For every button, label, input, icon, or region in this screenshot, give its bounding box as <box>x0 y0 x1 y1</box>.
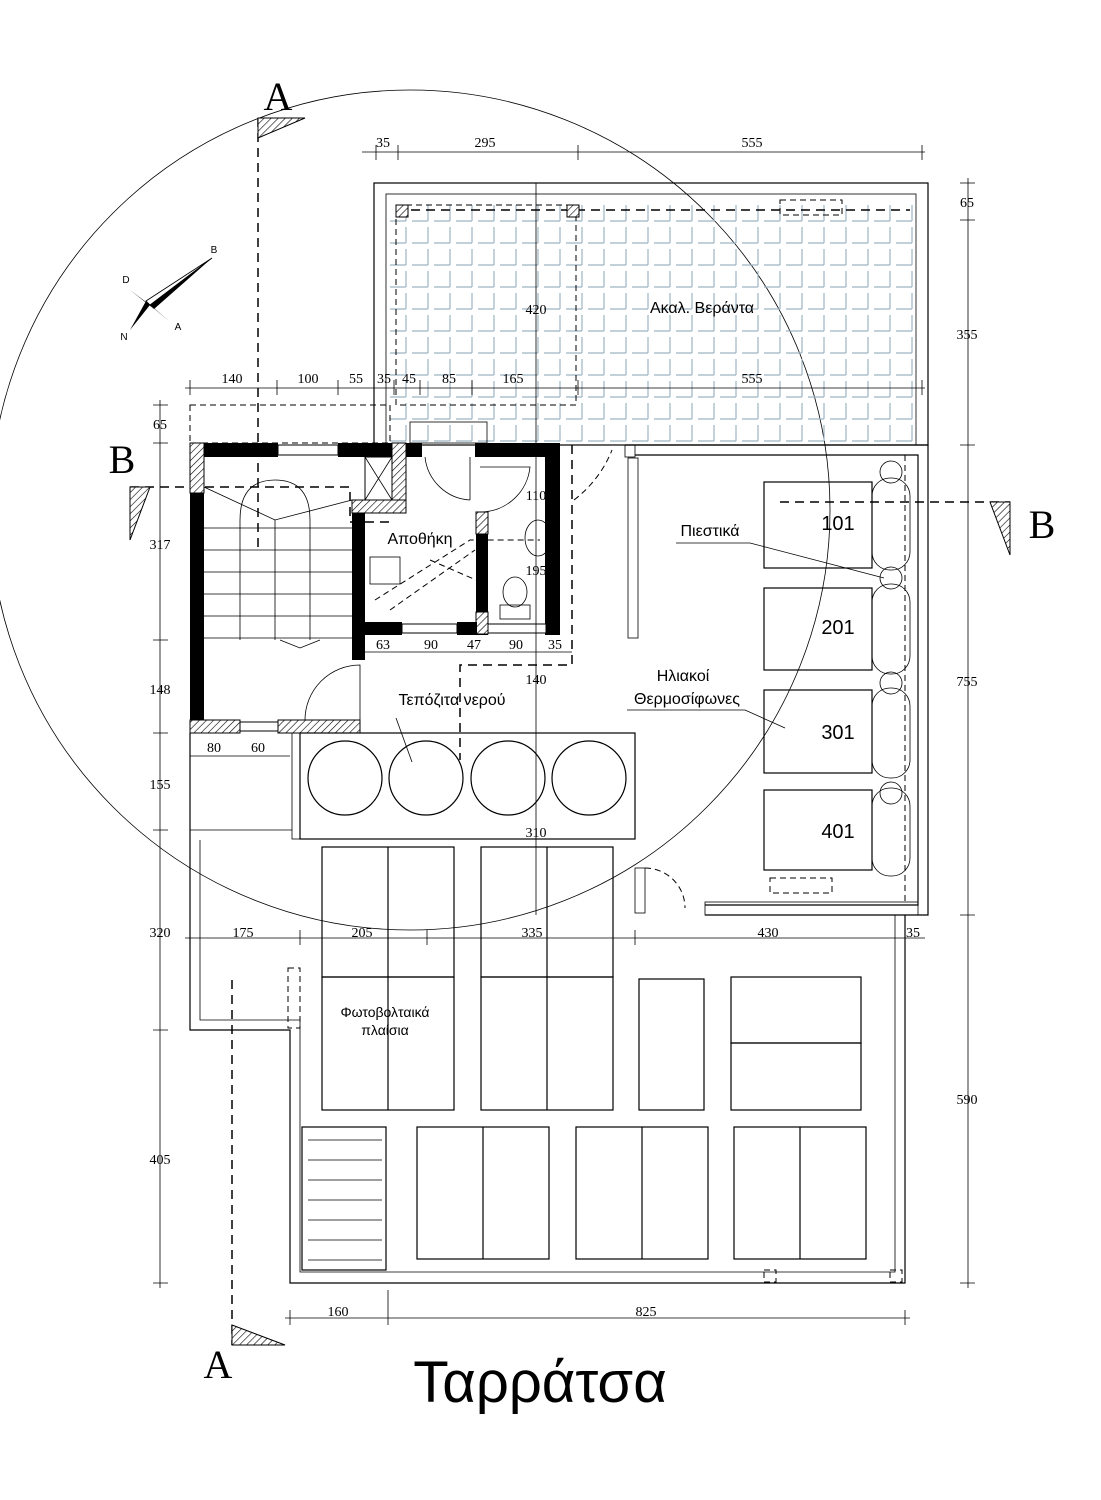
dim-label: 825 <box>636 1305 657 1320</box>
dim-label: 195 <box>526 564 547 579</box>
terrace-boundary <box>189 733 906 1284</box>
solar-heaters-label-1: Ηλιακοί <box>657 668 710 685</box>
dim-label: 555 <box>742 136 763 151</box>
dim-label: 405 <box>150 1153 171 1168</box>
dim-label: 90 <box>509 638 523 653</box>
dim-label: 85 <box>442 372 456 387</box>
water-tanks: Τεπόζιτα νερού <box>291 692 636 840</box>
dim-label: 155 <box>150 778 171 793</box>
dim-label: 35 <box>377 372 391 387</box>
dim-label: 160 <box>328 1305 349 1320</box>
dim-label: 100 <box>298 372 319 387</box>
stair-core: Αποθήκη <box>189 421 613 760</box>
pv-panels-label-2: πλαίσια <box>361 1022 409 1038</box>
dim-label: 335 <box>522 926 543 941</box>
solar-heater-area: 101 201 301 401 Πιεστικά Ηλιακοί Θερμοσί… <box>624 444 929 916</box>
pressure-pumps-label: Πιεστικά <box>680 523 739 540</box>
dim-label: 355 <box>957 328 978 343</box>
heater-label: 201 <box>821 617 854 639</box>
compass-label-d: D <box>122 275 129 286</box>
dim-label: 317 <box>150 538 171 553</box>
dim-label: 47 <box>467 638 481 653</box>
compass-label-n: N <box>120 332 127 343</box>
dim-label: 110 <box>526 489 546 504</box>
section-label-a-top: A <box>264 74 293 119</box>
dim-label: 295 <box>475 136 496 151</box>
dim-label: 420 <box>526 303 547 318</box>
dim-label: 590 <box>957 1093 978 1108</box>
section-label-b-right: B <box>1029 502 1056 547</box>
sun-path-circle <box>0 89 831 931</box>
section-label-a-bottom: A <box>204 1342 233 1387</box>
dim-label: 555 <box>742 372 763 387</box>
dim-label: 63 <box>376 638 390 653</box>
dimension-labels: 35 295 555 140 100 55 35 45 85 165 555 6… <box>150 136 978 1320</box>
veranda: Ακαλ. Βεράντα <box>189 182 929 446</box>
plan-title: Ταρράτσα <box>413 1350 667 1415</box>
heater-label: 101 <box>821 513 854 535</box>
dim-label: 205 <box>352 926 373 941</box>
heater-401: 401 <box>763 781 911 877</box>
dim-label: 65 <box>960 196 974 211</box>
veranda-label: Ακαλ. Βεράντα <box>650 300 754 317</box>
dim-label: 140 <box>526 673 547 688</box>
dim-label: 35 <box>906 926 920 941</box>
dim-label: 35 <box>376 136 390 151</box>
heater-201: 201 <box>763 566 911 675</box>
section-line-b: B B <box>109 437 1056 556</box>
heater-101: 101 <box>763 460 911 571</box>
dim-label: 755 <box>957 675 978 690</box>
compass-rose-icon: B D N A <box>120 245 217 343</box>
roof-ladder <box>301 1126 387 1271</box>
solar-heaters-label-2: Θερμοσίφωνες <box>634 691 740 708</box>
storage-label: Αποθήκη <box>387 531 452 548</box>
section-label-b-left: B <box>109 437 136 482</box>
dim-label: 35 <box>548 638 562 653</box>
heater-label: 301 <box>821 722 854 744</box>
heater-label: 401 <box>821 821 854 843</box>
dim-label: 90 <box>424 638 438 653</box>
dim-label: 175 <box>233 926 254 941</box>
dim-label: 65 <box>153 418 167 433</box>
heater-301: 301 <box>763 671 911 779</box>
compass-label-b: B <box>211 245 218 256</box>
dim-label: 430 <box>758 926 779 941</box>
dim-label: 55 <box>349 372 363 387</box>
dim-label: 60 <box>251 741 265 756</box>
section-line-a: A A <box>204 74 306 1387</box>
dim-label: 45 <box>402 372 416 387</box>
dim-label: 310 <box>526 826 547 841</box>
dimension-lines <box>153 145 975 1325</box>
pv-panels-label-1: Φωτοβολταικά <box>340 1004 429 1020</box>
dim-label: 320 <box>150 926 171 941</box>
dim-label: 165 <box>503 372 524 387</box>
water-tanks-label: Τεπόζιτα νερού <box>398 692 505 709</box>
dim-label: 140 <box>222 372 243 387</box>
dim-label: 80 <box>207 741 221 756</box>
dim-label: 148 <box>150 683 171 698</box>
compass-label-a: A <box>175 322 182 333</box>
pv-panels <box>301 846 867 1271</box>
